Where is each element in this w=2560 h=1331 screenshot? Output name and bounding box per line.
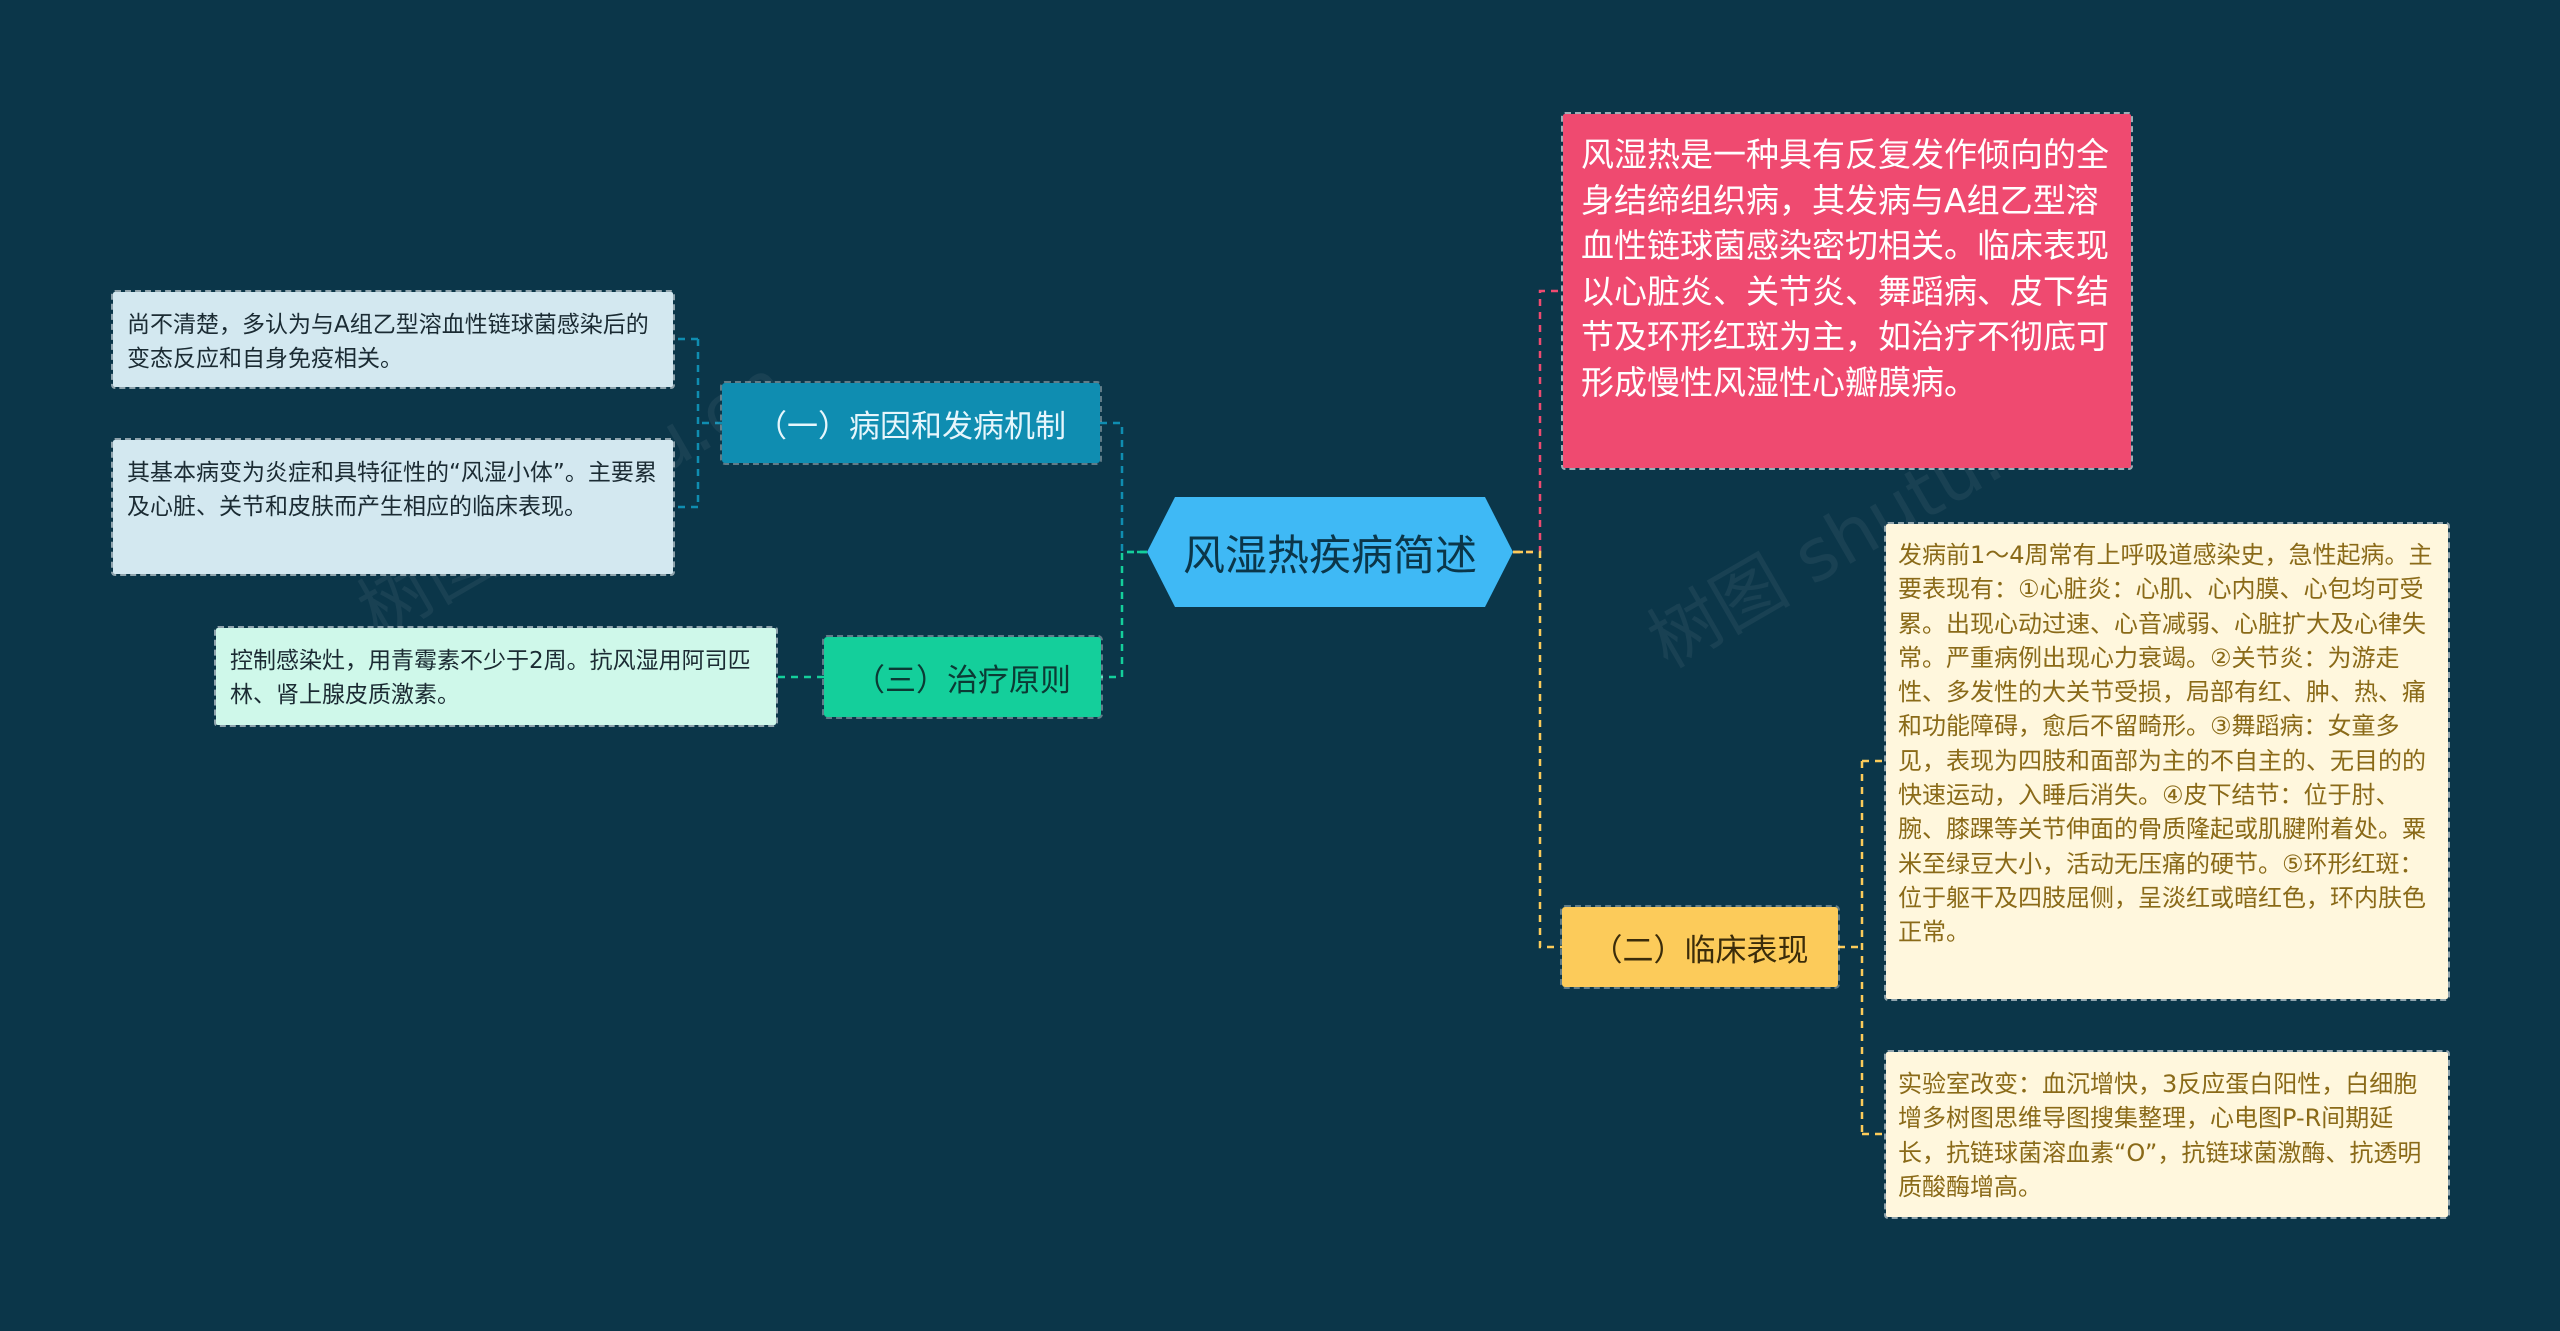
leaf-text: 控制感染灶，用青霉素不少于2周。抗风湿用阿司匹林、肾上腺皮质激素。 xyxy=(230,648,751,708)
branch-etiology-label: （一）病因和发病机制 xyxy=(756,408,1066,445)
branch-treatment-label: （三）治疗原则 xyxy=(854,662,1071,699)
leaf-text: 发病前1～4周常有上呼吸道感染史，急性起病。主要表现有：①心脏炎：心肌、心内膜、… xyxy=(1898,541,2433,947)
branch-treatment[interactable]: （三）治疗原则 xyxy=(822,635,1103,719)
leaf-text: 实验室改变：血沉增快，3反应蛋白阳性，白细胞增多树图思维导图搜集整理，心电图P-… xyxy=(1898,1070,2422,1201)
definition-node[interactable]: 风湿热是一种具有反复发作倾向的全身结缔组织病，其发病与A组乙型溶血性链球菌感染密… xyxy=(1561,112,2133,470)
definition-text: 风湿热是一种具有反复发作倾向的全身结缔组织病，其发病与A组乙型溶血性链球菌感染密… xyxy=(1581,135,2109,402)
leaf-text: 其基本病变为炎症和具特征性的“风湿小体”。主要累及心脏、关节和皮肤而产生相应的临… xyxy=(127,460,657,520)
leaf-treatment-1[interactable]: 控制感染灶，用青霉素不少于2周。抗风湿用阿司匹林、肾上腺皮质激素。 xyxy=(214,626,778,727)
central-topic-label: 风湿热疾病简述 xyxy=(1182,530,1477,580)
leaf-etiology-1[interactable]: 尚不清楚，多认为与A组乙型溶血性链球菌感染后的变态反应和自身免疫相关。 xyxy=(111,290,675,389)
connector-center-to-branch3 xyxy=(1101,550,1147,679)
connector-center-to-branch1 xyxy=(1100,421,1147,554)
leaf-clinical-1[interactable]: 发病前1～4周常有上呼吸道感染史，急性起病。主要表现有：①心脏炎：心肌、心内膜、… xyxy=(1884,522,2450,1001)
leaf-etiology-2[interactable]: 其基本病变为炎症和具特征性的“风湿小体”。主要累及心脏、关节和皮肤而产生相应的临… xyxy=(111,438,675,576)
leaf-text: 尚不清楚，多认为与A组乙型溶血性链球菌感染后的变态反应和自身免疫相关。 xyxy=(127,312,649,372)
branch-etiology[interactable]: （一）病因和发病机制 xyxy=(720,381,1102,465)
branch-clinical-label: （二）临床表现 xyxy=(1591,932,1809,969)
central-topic[interactable]: 风湿热疾病简述 xyxy=(1147,497,1513,607)
connector-center-to-definition xyxy=(1513,289,1563,554)
leaf-clinical-2[interactable]: 实验室改变：血沉增快，3反应蛋白阳性，白细胞增多树图思维导图搜集整理，心电图P-… xyxy=(1884,1050,2450,1219)
branch-clinical[interactable]: （二）临床表现 xyxy=(1560,905,1840,989)
connector-center-to-branch2 xyxy=(1513,550,1562,949)
connector-branch1-to-leaves xyxy=(673,337,722,509)
connector-branch2-to-leaves xyxy=(1838,759,1886,1136)
